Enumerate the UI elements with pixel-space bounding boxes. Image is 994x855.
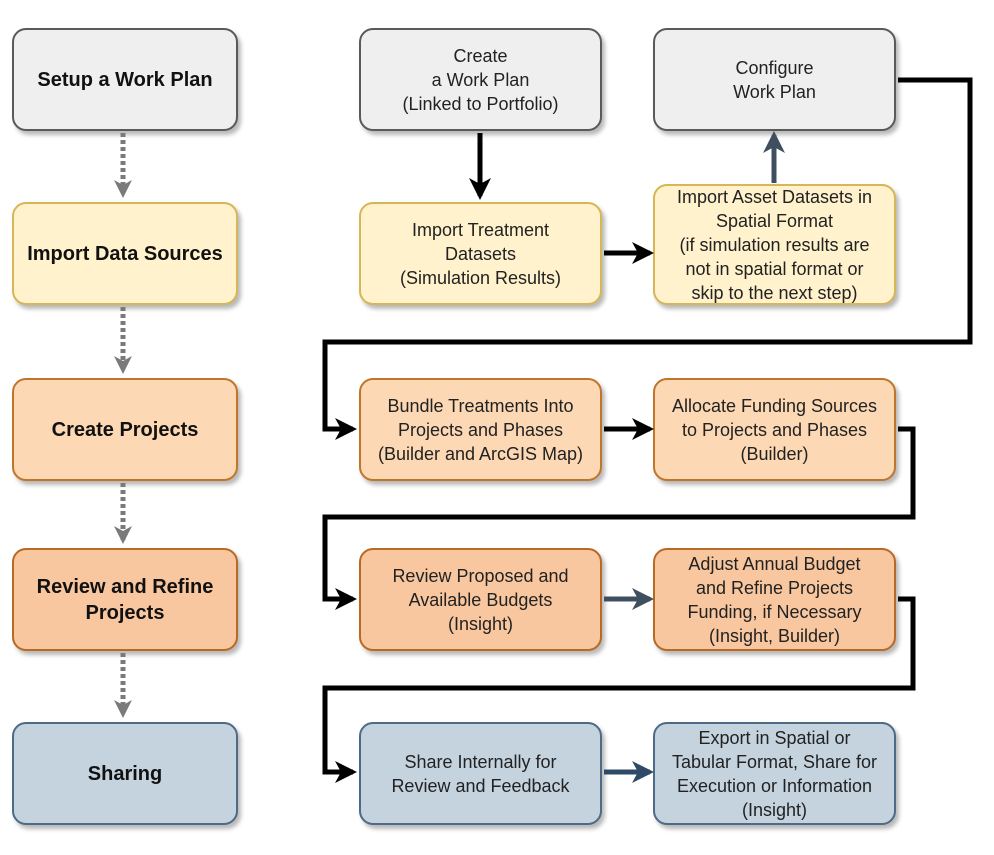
step-create-work-plan: Create a Work Plan (Linked to Portfolio) [359,28,602,131]
arrow-adjust-to-share [322,596,916,783]
stage-create-projects: Create Projects [12,378,238,481]
step-share-internally-label: Share Internally for Review and Feedback [391,751,570,796]
step-export: Export in Spatial or Tabular Format, Sha… [653,722,896,825]
step-export-label: Export in Spatial or Tabular Format, Sha… [671,727,878,820]
step-configure-work-plan: Configure Work Plan [653,28,896,131]
stage-import-data-sources-label: Import Data Sources [27,242,223,265]
step-adjust-budget-label: Adjust Annual Budget and Refine Projects… [687,553,862,646]
stage-review-refine-projects-label: Review and Refine Projects [36,575,214,624]
step-import-asset-datasets: Import Asset Datasets in Spatial Format … [653,184,896,305]
stage-setup-work-plan: Setup a Work Plan [12,28,238,131]
stage-setup-work-plan-label: Setup a Work Plan [37,68,213,91]
step-allocate-funding-label: Allocate Funding Sources to Projects and… [671,395,878,464]
stage-sharing-label: Sharing [87,762,163,785]
stage-create-projects-label: Create Projects [51,418,199,441]
stage-import-data-sources: Import Data Sources [12,202,238,305]
step-share-internally: Share Internally for Review and Feedback [359,722,602,825]
step-import-treatment-datasets: Import Treatment Datasets (Simulation Re… [359,202,602,305]
step-bundle-treatments-label: Bundle Treatments Into Projects and Phas… [377,395,584,464]
step-adjust-budget: Adjust Annual Budget and Refine Projects… [653,548,896,651]
step-bundle-treatments: Bundle Treatments Into Projects and Phas… [359,378,602,481]
step-import-treatment-datasets-label: Import Treatment Datasets (Simulation Re… [399,219,562,288]
stage-review-refine-projects: Review and Refine Projects [12,548,238,651]
step-configure-work-plan-label: Configure Work Plan [733,57,816,102]
step-review-budgets: Review Proposed and Available Budgets (I… [359,548,602,651]
arrow-configure-to-bundle [322,77,973,440]
step-review-budgets-label: Review Proposed and Available Budgets (I… [392,565,569,634]
step-import-asset-datasets-label: Import Asset Datasets in Spatial Format … [676,186,873,303]
stage-sharing: Sharing [12,722,238,825]
step-create-work-plan-label: Create a Work Plan (Linked to Portfolio) [402,45,559,114]
step-allocate-funding: Allocate Funding Sources to Projects and… [653,378,896,481]
arrow-allocate-to-review [322,426,916,610]
